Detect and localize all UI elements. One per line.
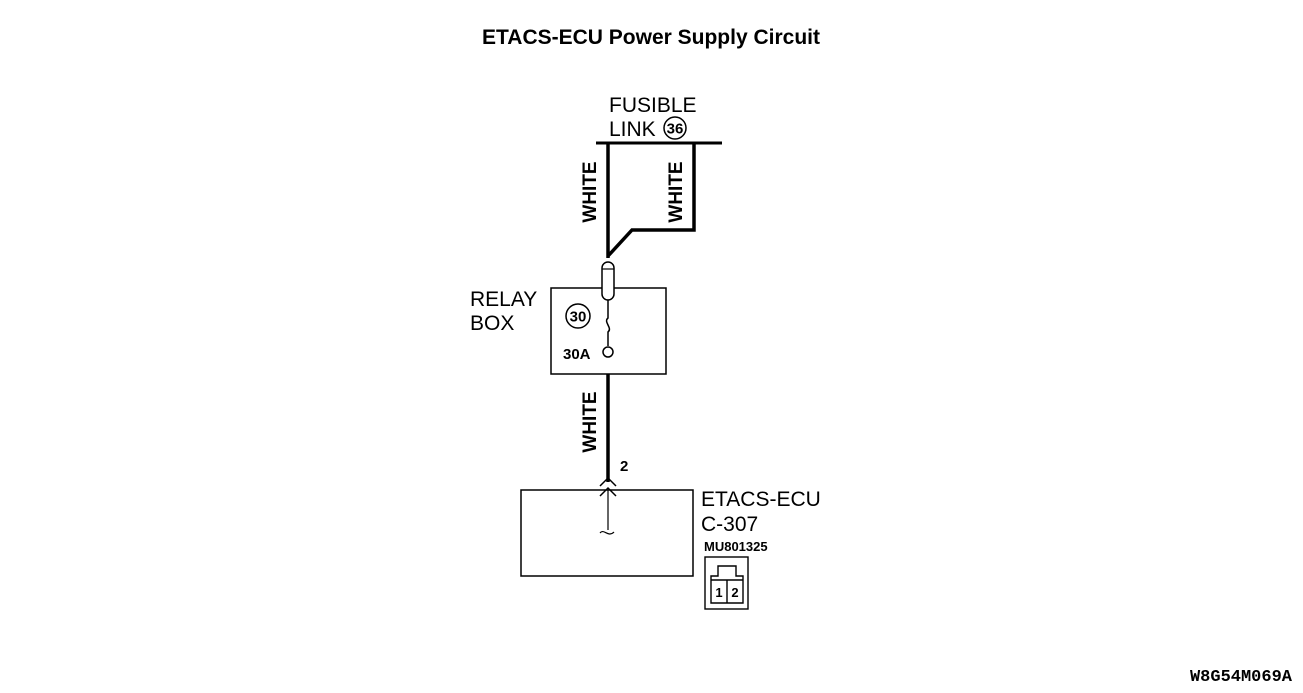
ecu-pin-number: 2	[620, 458, 628, 475]
ecu-connector-part-number: MU801325	[704, 539, 768, 554]
ecu-box-outline	[520, 489, 694, 577]
wire-bottom-color: WHITE	[580, 391, 601, 452]
relay-box-fuse-number: 30	[570, 309, 587, 326]
relay-box-fuse-rating: 30A	[563, 346, 591, 363]
fusible-link-label-line1: FUSIBLE	[609, 94, 697, 117]
diagram-title: ETACS-ECU Power Supply Circuit	[482, 26, 820, 49]
fuse-terminal	[601, 261, 615, 301]
relay-box-label-line2: BOX	[470, 312, 514, 335]
connector-pin-1: 1	[715, 585, 722, 600]
wire-right-top-color: WHITE	[666, 161, 687, 222]
wire-left-top-color: WHITE	[580, 161, 601, 222]
ecu-internal-wire-end	[599, 530, 615, 535]
figure-code: W8G54M069A	[1190, 668, 1293, 687]
connector-arrow-lower	[599, 486, 617, 497]
relay-box-fuse-number-badge: 30	[565, 303, 591, 329]
relay-box-label-line1: RELAY	[470, 288, 537, 311]
ecu-name: ETACS-ECU	[701, 488, 821, 511]
wire-right-top	[606, 143, 696, 258]
connector-arrow-upper	[599, 476, 617, 487]
fuse-bottom-terminal	[602, 346, 614, 358]
fusible-link-label-line2: LINK	[609, 118, 656, 141]
ecu-connector-id: C-307	[701, 513, 758, 536]
connector-pin-2: 2	[731, 585, 738, 600]
connector-face-icon: 1 2	[704, 556, 749, 610]
fuse-element	[605, 300, 611, 346]
fusible-link-number: 36	[667, 121, 684, 138]
fusible-link-number-badge: 36	[663, 116, 687, 140]
